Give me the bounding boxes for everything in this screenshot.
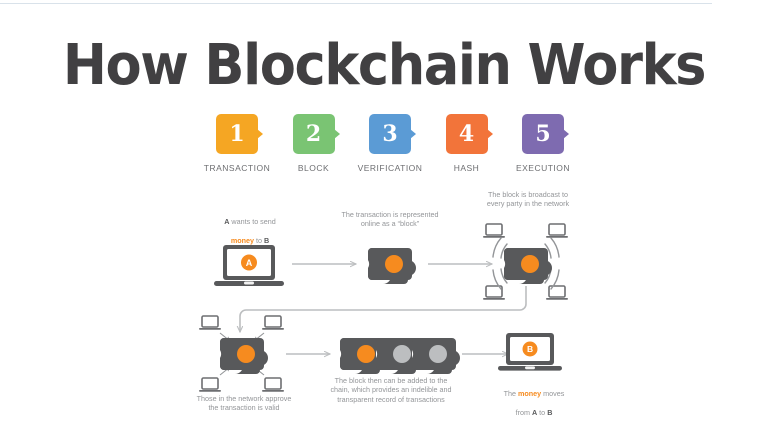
- svg-text:B: B: [527, 344, 533, 354]
- step-3[interactable]: 3 VERIFICATION: [357, 114, 423, 173]
- step-5-badge-wrap: 5: [522, 114, 569, 154]
- caption-step-5: The block then can be added to the chain…: [330, 376, 452, 404]
- caption-step-1: A wants to send money to B: [204, 208, 296, 246]
- caption-6-to: to: [537, 408, 548, 418]
- broadcast-laptop-tl: [482, 223, 506, 239]
- connector-3: [240, 286, 527, 332]
- step-1-badge-wrap: 1: [216, 114, 263, 154]
- caption-6-from: from: [515, 408, 532, 418]
- broadcast-network-group: [482, 223, 569, 301]
- step-5-label: EXECUTION: [515, 163, 571, 173]
- step-5[interactable]: 5 EXECUTION: [510, 114, 576, 173]
- caption-1-to: to: [253, 236, 264, 246]
- broadcast-waves-icon: [492, 237, 560, 290]
- svg-text:A: A: [246, 258, 253, 268]
- step-2-tab-icon: [333, 129, 340, 139]
- caption-1-money: money: [230, 236, 254, 246]
- broadcast-laptop-tr: [545, 223, 569, 239]
- approval-network-group: [198, 315, 285, 393]
- caption-6-mid: moves: [541, 389, 565, 399]
- step-3-tab-icon: [410, 129, 416, 139]
- step-3-badge: 3: [369, 114, 411, 154]
- step-4-badge: 4: [445, 114, 488, 154]
- step-2[interactable]: 2 BLOCK: [281, 114, 347, 173]
- step-4-label: HASH: [453, 163, 480, 173]
- caption-step-2: The transaction is represented online as…: [341, 210, 439, 229]
- step-2-badge: 2: [292, 114, 335, 154]
- step-1[interactable]: 1 TRANSACTION: [204, 114, 270, 173]
- caption-6-pre: The: [503, 389, 519, 399]
- receiver-laptop-icon: B: [498, 333, 562, 371]
- step-3-label: VERIFICATION: [357, 163, 423, 173]
- step-4-tab-icon: [486, 129, 493, 139]
- sender-laptop-icon: A: [214, 245, 284, 286]
- approval-laptop-bl: [198, 377, 222, 393]
- steps-row: 1 TRANSACTION 2 BLOCK 3 VERIFICATION 4 H…: [204, 114, 576, 173]
- step-5-badge: 5: [522, 114, 564, 154]
- step-1-badge: 1: [216, 114, 258, 154]
- approval-laptop-tr: [261, 315, 285, 331]
- step-2-badge-wrap: 2: [292, 114, 340, 154]
- caption-1-text: wants to send: [229, 217, 276, 227]
- caption-6-a: A: [531, 408, 538, 418]
- step-5-tab-icon: [563, 129, 569, 139]
- step-4[interactable]: 4 HASH: [434, 114, 500, 173]
- caption-1-sender: A: [224, 217, 230, 227]
- page-title: How Blockchain Works: [62, 33, 707, 98]
- step-3-badge-wrap: 3: [369, 114, 416, 154]
- blockchain-chain-group: [340, 338, 460, 374]
- caption-1-receiver: B: [263, 236, 270, 246]
- approval-laptop-br: [261, 377, 285, 393]
- step-1-tab-icon: [257, 129, 263, 139]
- caption-step-4: Those in the network approve the transac…: [196, 394, 292, 413]
- step-4-badge-wrap: 4: [445, 114, 493, 154]
- caption-6-money: money: [518, 389, 542, 399]
- blockchain-flow-diagram: A: [0, 182, 768, 444]
- top-divider: [0, 3, 712, 4]
- step-1-label: TRANSACTION: [203, 163, 271, 173]
- step-2-label: BLOCK: [297, 163, 330, 173]
- caption-step-3: The block is broadcast to every party in…: [486, 190, 570, 209]
- broadcast-laptop-bl: [482, 285, 506, 301]
- block-single-icon: [368, 248, 416, 284]
- broadcast-laptop-br: [545, 285, 569, 301]
- caption-step-6: The money moves from A to B: [482, 380, 586, 418]
- caption-6-b: B: [547, 408, 553, 418]
- approval-laptop-tl: [198, 315, 222, 331]
